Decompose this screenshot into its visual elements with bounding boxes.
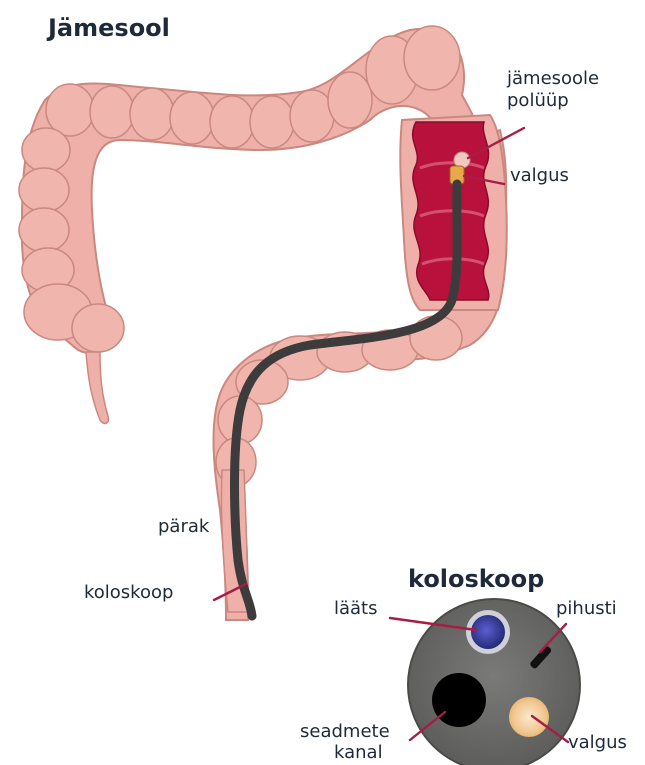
light-label-top: valgus (510, 165, 569, 186)
inset-title: koloskoop (408, 565, 544, 593)
polyp-label-line2: polüüp (507, 90, 569, 111)
appendix (86, 352, 108, 423)
diagram-title: Jämesool (46, 14, 170, 42)
light-label-inset: valgus (568, 732, 627, 753)
colonoscope-tip-inset: koloskoop lääts pihusti seadmete kanal v… (300, 565, 627, 765)
lens-label: lääts (334, 598, 378, 619)
nozzle-label: pihusti (556, 598, 617, 619)
channel-label-line2: kanal (334, 742, 383, 763)
instrument-channel (432, 673, 486, 727)
channel-label-line1: seadmete (300, 721, 390, 742)
colonoscope-label: koloskoop (84, 582, 173, 603)
anus-label: pärak (158, 516, 210, 537)
lens-glass (471, 615, 505, 649)
light-source (509, 697, 549, 737)
polyp-label-line1: jämesoole (506, 68, 599, 89)
